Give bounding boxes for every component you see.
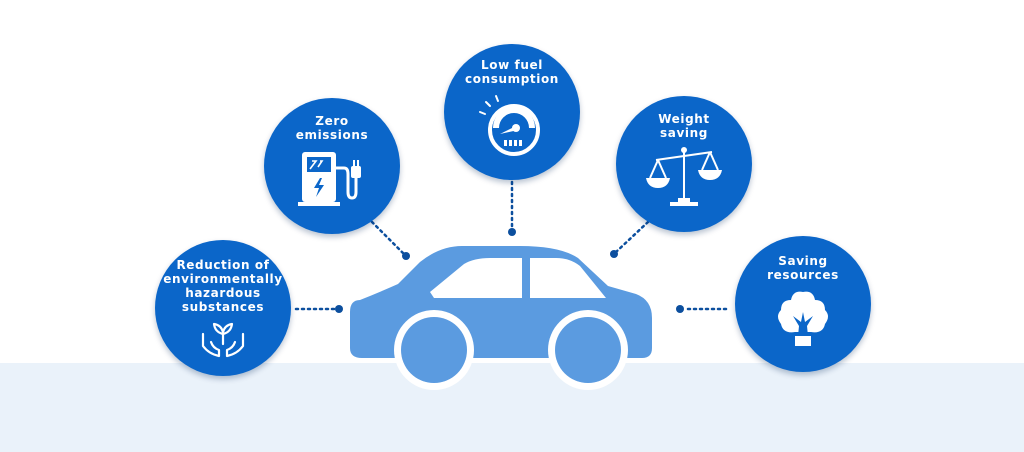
car-window-front [430,258,522,298]
benefit-weight-label: Weight saving [658,112,710,140]
tree-icon [778,291,828,346]
gauge-icon [479,95,540,156]
car-window-rear [530,258,606,298]
connector-dot [335,305,343,313]
rear-wheel [555,317,621,383]
ev-charger-icon [298,152,361,206]
benefit-zero-emissions: Zero emissions [264,98,400,234]
connector-zero [370,220,406,256]
benefit-saving-label: Saving resources [767,254,839,282]
plant-in-hands-icon [201,322,245,358]
benefit-saving-resources: Saving resources [735,236,871,372]
benefit-reduction: Reduction of environmentally hazardous s… [155,240,291,376]
car-illustration [350,246,652,390]
balance-scale-icon [646,147,722,206]
front-wheel [401,317,467,383]
connector-dot [402,252,410,260]
ground-band [0,363,1024,452]
connector-weight [614,220,650,254]
benefit-zero-label: Zero emissions [295,114,369,142]
benefit-weight-saving: Weight saving [616,96,752,232]
benefit-low-fuel: Low fuel consumption [444,44,580,180]
benefit-reduction-label: Reduction of environmentally hazardous s… [163,258,283,314]
connector-dot [610,250,618,258]
connector-dot [508,228,516,236]
benefit-fuel-label: Low fuel consumption [465,58,559,86]
connector-dot [676,305,684,313]
